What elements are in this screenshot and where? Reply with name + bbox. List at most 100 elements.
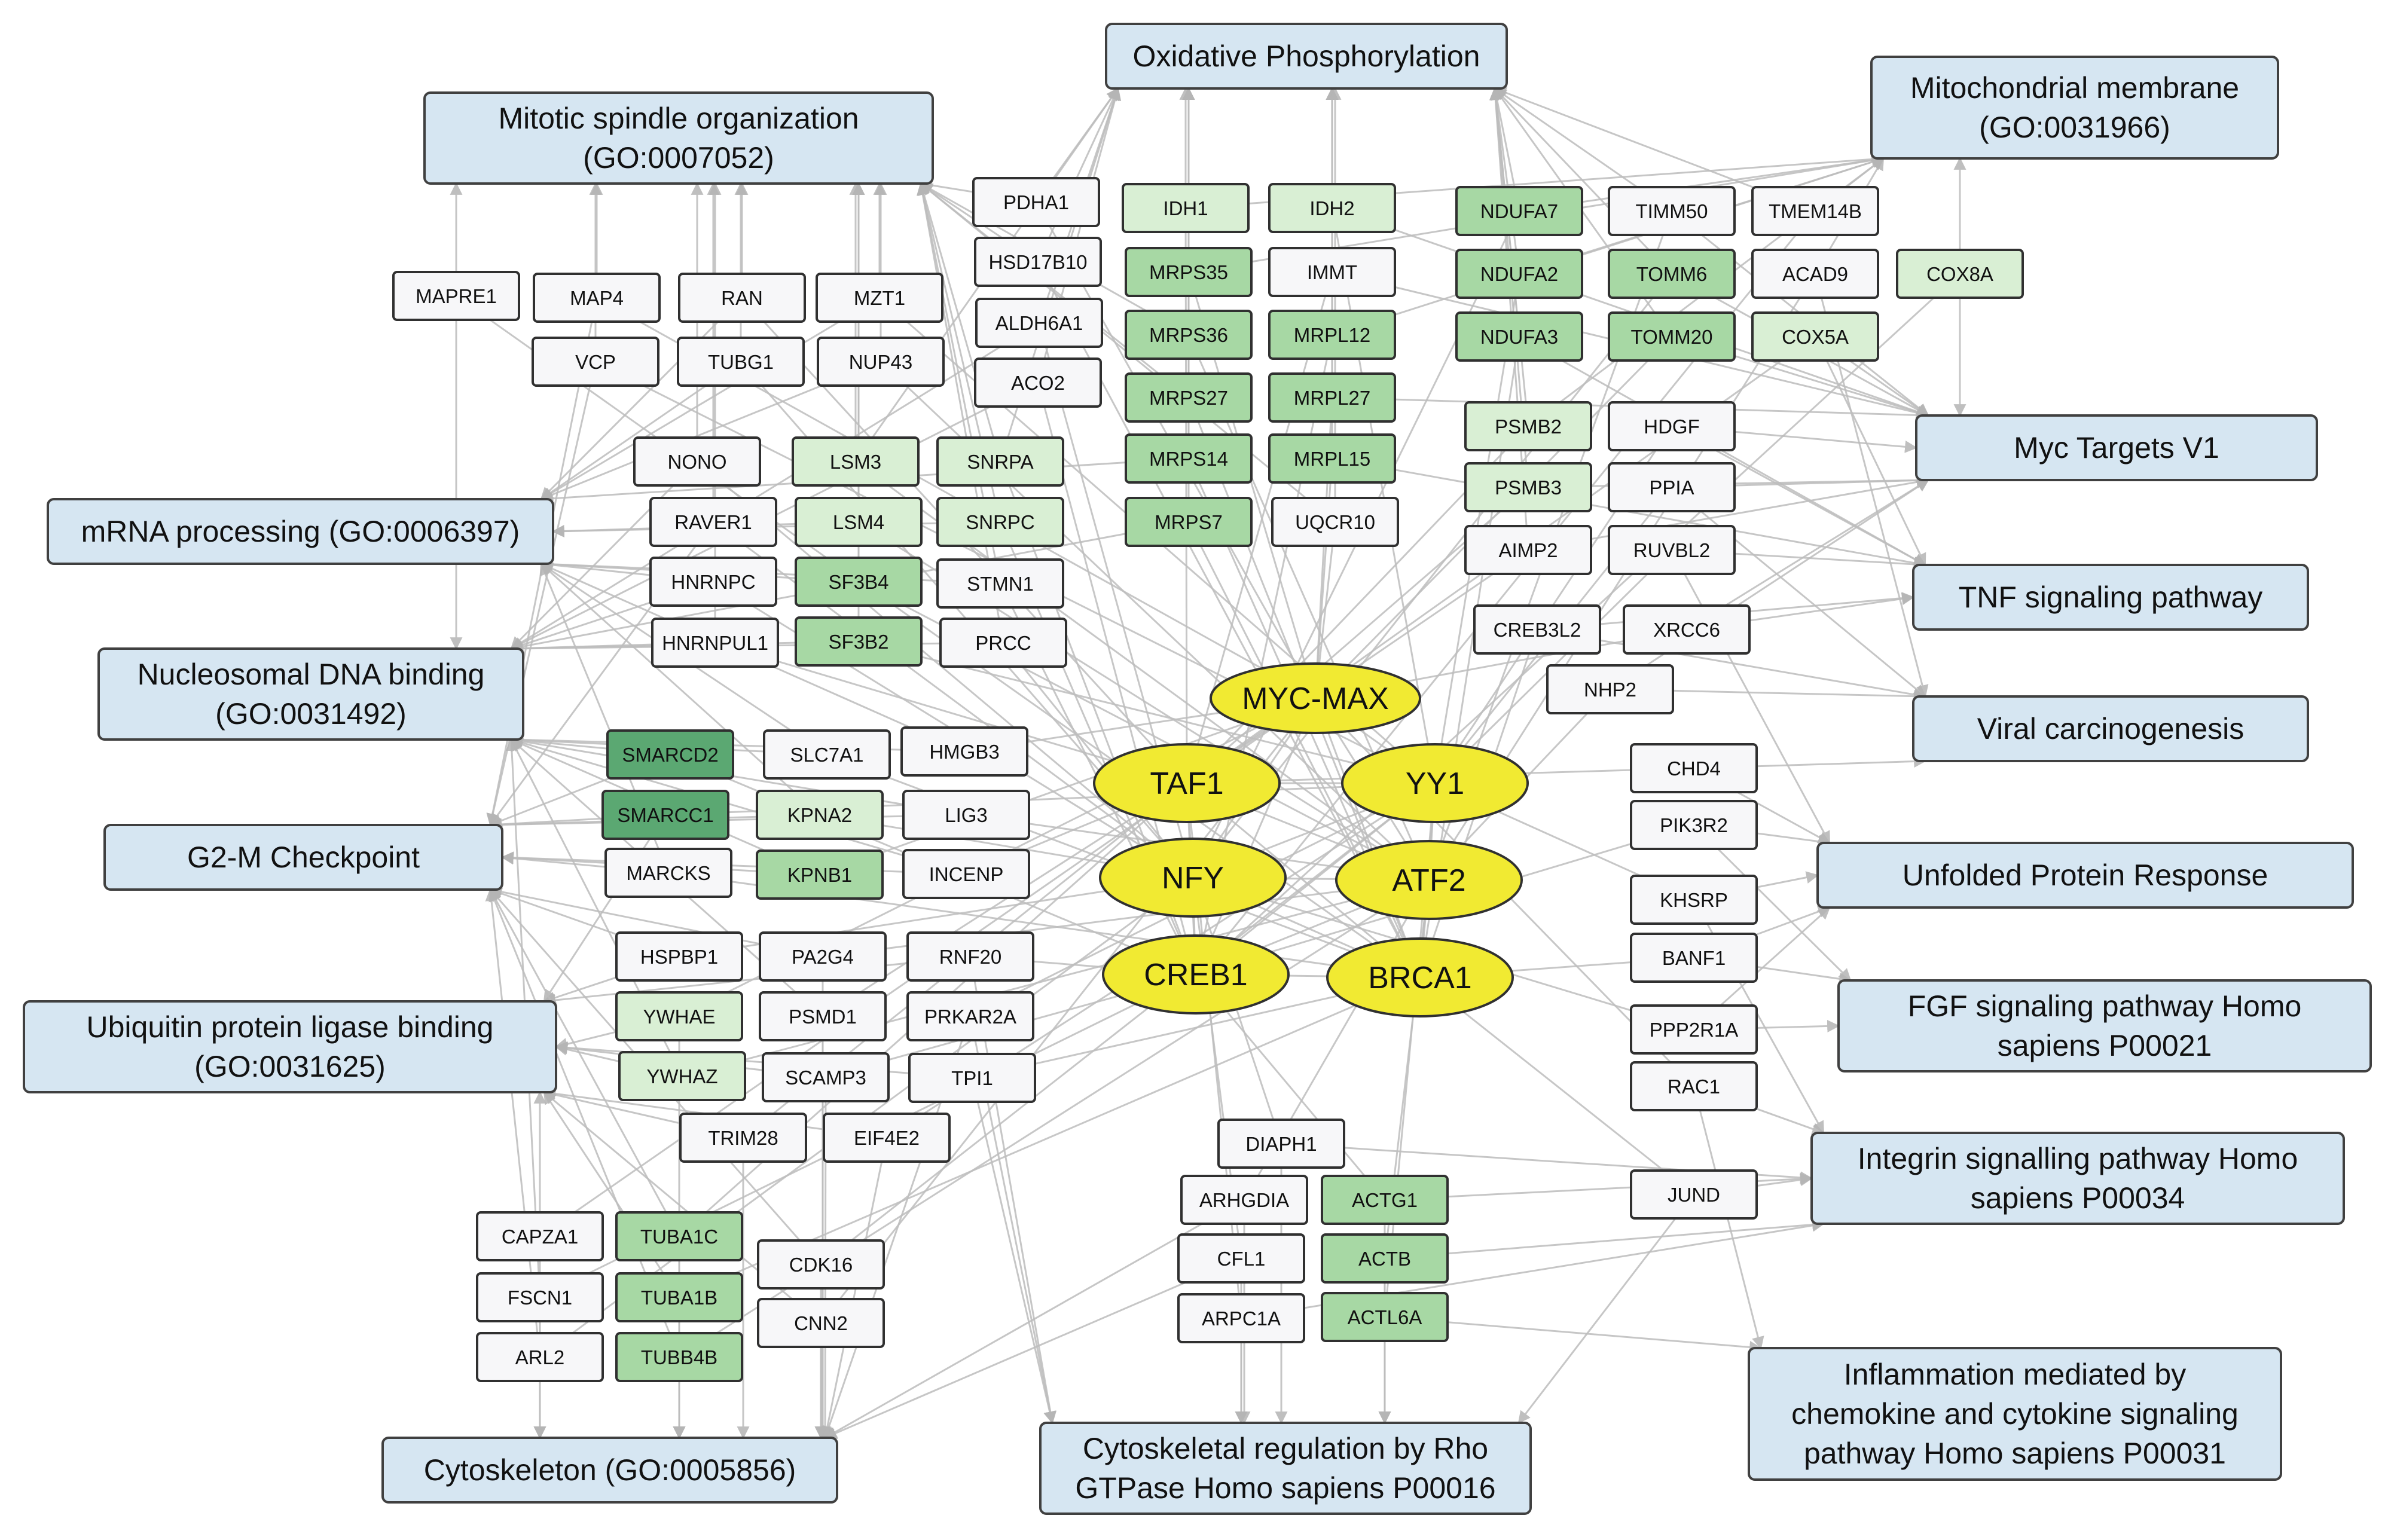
gene-node-pik3r2[interactable]: PIK3R2 bbox=[1630, 800, 1758, 850]
gene-node-timm50[interactable]: TIMM50 bbox=[1608, 186, 1736, 236]
gene-node-chd4[interactable]: CHD4 bbox=[1630, 743, 1758, 793]
gene-node-marcks[interactable]: MARCKS bbox=[604, 848, 732, 898]
gene-node-prkar2a[interactable]: PRKAR2A bbox=[906, 991, 1034, 1041]
tf-node-yy1[interactable]: YY1 bbox=[1341, 743, 1529, 823]
gene-node-tmem14b[interactable]: TMEM14B bbox=[1751, 186, 1879, 236]
term-box-ubiq[interactable]: Ubiquitin protein ligase binding(GO:0031… bbox=[23, 1000, 557, 1093]
gene-node-cdk16[interactable]: CDK16 bbox=[757, 1239, 885, 1290]
gene-node-kpnb1[interactable]: KPNB1 bbox=[756, 850, 884, 900]
gene-node-capza1[interactable]: CAPZA1 bbox=[476, 1211, 604, 1261]
gene-node-hnrnpc[interactable]: HNRNPC bbox=[649, 557, 777, 607]
gene-node-aco2[interactable]: ACO2 bbox=[974, 358, 1102, 408]
gene-node-pa2g4[interactable]: PA2G4 bbox=[759, 931, 887, 982]
gene-node-tubb4b[interactable]: TUBB4B bbox=[615, 1332, 743, 1382]
gene-node-hdgf[interactable]: HDGF bbox=[1608, 401, 1736, 451]
term-box-upr[interactable]: Unfolded Protein Response bbox=[1816, 842, 2354, 909]
gene-node-tubg1[interactable]: TUBG1 bbox=[677, 337, 805, 387]
gene-node-lsm4[interactable]: LSM4 bbox=[795, 497, 923, 547]
tf-node-nfy[interactable]: NFY bbox=[1099, 838, 1287, 918]
tf-node-brca1[interactable]: BRCA1 bbox=[1326, 937, 1514, 1018]
gene-node-uqcr10[interactable]: UQCR10 bbox=[1271, 497, 1399, 547]
gene-node-kpna2[interactable]: KPNA2 bbox=[756, 790, 884, 840]
gene-node-ruvbl2[interactable]: RUVBL2 bbox=[1608, 525, 1736, 575]
gene-node-tuba1c[interactable]: TUBA1C bbox=[615, 1211, 743, 1261]
gene-node-ppp2r1a[interactable]: PPP2R1A bbox=[1630, 1004, 1758, 1055]
gene-node-acad9[interactable]: ACAD9 bbox=[1751, 249, 1879, 299]
term-box-integrin[interactable]: Integrin signalling pathway Homosapiens … bbox=[1810, 1132, 2345, 1225]
gene-node-psmb3[interactable]: PSMB3 bbox=[1464, 462, 1592, 512]
gene-node-aldh6a1[interactable]: ALDH6A1 bbox=[975, 298, 1103, 348]
gene-node-creb3l2[interactable]: CREB3L2 bbox=[1473, 604, 1601, 655]
gene-node-actb[interactable]: ACTB bbox=[1321, 1233, 1449, 1284]
gene-node-mrps35[interactable]: MRPS35 bbox=[1125, 247, 1253, 297]
gene-node-tuba1b[interactable]: TUBA1B bbox=[615, 1272, 743, 1322]
gene-node-stmn1[interactable]: STMN1 bbox=[936, 558, 1064, 609]
gene-node-ndufa2[interactable]: NDUFA2 bbox=[1455, 249, 1583, 299]
gene-node-ywhae[interactable]: YWHAE bbox=[615, 991, 743, 1041]
gene-node-fscn1[interactable]: FSCN1 bbox=[476, 1272, 604, 1322]
gene-node-tpi1[interactable]: TPI1 bbox=[908, 1053, 1036, 1103]
gene-node-sf3b2[interactable]: SF3B2 bbox=[795, 616, 923, 667]
term-box-mitotic[interactable]: Mitotic spindle organization(GO:0007052) bbox=[423, 91, 934, 185]
gene-node-pdha1[interactable]: PDHA1 bbox=[972, 177, 1100, 227]
gene-node-rnf20[interactable]: RNF20 bbox=[906, 931, 1034, 982]
gene-node-tomm6[interactable]: TOMM6 bbox=[1608, 249, 1736, 299]
gene-node-trim28[interactable]: TRIM28 bbox=[679, 1113, 807, 1163]
gene-node-hsd17b10[interactable]: HSD17B10 bbox=[974, 237, 1102, 287]
gene-node-smarcd2[interactable]: SMARCD2 bbox=[606, 729, 734, 780]
gene-node-hspbp1[interactable]: HSPBP1 bbox=[615, 931, 743, 982]
gene-node-hmgb3[interactable]: HMGB3 bbox=[900, 726, 1028, 777]
gene-node-lig3[interactable]: LIG3 bbox=[902, 790, 1030, 840]
gene-node-mrps36[interactable]: MRPS36 bbox=[1125, 310, 1253, 360]
gene-node-snrpc[interactable]: SNRPC bbox=[936, 497, 1064, 547]
gene-node-nono[interactable]: NONO bbox=[633, 436, 761, 487]
term-box-viral[interactable]: Viral carcinogenesis bbox=[1912, 695, 2309, 762]
gene-node-cox8a[interactable]: COX8A bbox=[1896, 249, 2024, 299]
tf-node-myc-max[interactable]: MYC-MAX bbox=[1210, 662, 1421, 734]
gene-node-cnn2[interactable]: CNN2 bbox=[757, 1298, 885, 1348]
gene-node-nup43[interactable]: NUP43 bbox=[817, 337, 945, 387]
gene-node-ndufa3[interactable]: NDUFA3 bbox=[1455, 311, 1583, 362]
gene-node-eif4e2[interactable]: EIF4E2 bbox=[823, 1113, 951, 1163]
gene-node-arhgdia[interactable]: ARHGDIA bbox=[1180, 1175, 1308, 1225]
gene-node-mrpl27[interactable]: MRPL27 bbox=[1268, 372, 1396, 423]
gene-node-tomm20[interactable]: TOMM20 bbox=[1608, 311, 1736, 362]
gene-node-arpc1a[interactable]: ARPC1A bbox=[1177, 1293, 1305, 1343]
term-box-cytoskel[interactable]: Cytoskeleton (GO:0005856) bbox=[381, 1437, 838, 1504]
gene-node-immt[interactable]: IMMT bbox=[1268, 247, 1396, 297]
tf-node-taf1[interactable]: TAF1 bbox=[1093, 743, 1281, 823]
gene-node-ywhaz[interactable]: YWHAZ bbox=[618, 1051, 746, 1101]
gene-node-mrps7[interactable]: MRPS7 bbox=[1125, 497, 1253, 547]
tf-node-atf2[interactable]: ATF2 bbox=[1335, 840, 1523, 920]
gene-node-prcc[interactable]: PRCC bbox=[939, 618, 1067, 668]
term-box-myc[interactable]: Myc Targets V1 bbox=[1915, 414, 2318, 481]
gene-node-hnrnpul1[interactable]: HNRNPUL1 bbox=[651, 618, 779, 668]
gene-node-mapre1[interactable]: MAPRE1 bbox=[392, 271, 520, 321]
gene-node-cfl1[interactable]: CFL1 bbox=[1177, 1233, 1305, 1284]
gene-node-psmd1[interactable]: PSMD1 bbox=[759, 991, 887, 1041]
gene-node-mrpl15[interactable]: MRPL15 bbox=[1268, 433, 1396, 484]
term-box-nucleo[interactable]: Nucleosomal DNA binding(GO:0031492) bbox=[97, 647, 524, 741]
gene-node-mrpl12[interactable]: MRPL12 bbox=[1268, 310, 1396, 360]
term-box-mrna[interactable]: mRNA processing (GO:0006397) bbox=[47, 498, 554, 565]
gene-node-mzt1[interactable]: MZT1 bbox=[816, 273, 943, 323]
gene-node-ppia[interactable]: PPIA bbox=[1608, 462, 1736, 512]
tf-node-creb1[interactable]: CREB1 bbox=[1102, 934, 1290, 1015]
gene-node-cox5a[interactable]: COX5A bbox=[1751, 311, 1879, 362]
gene-node-actl6a[interactable]: ACTL6A bbox=[1321, 1292, 1449, 1342]
term-box-oxphos[interactable]: Oxidative Phosphorylation bbox=[1105, 23, 1508, 90]
gene-node-mrps27[interactable]: MRPS27 bbox=[1125, 372, 1253, 423]
gene-node-scamp3[interactable]: SCAMP3 bbox=[762, 1052, 890, 1102]
gene-node-rac1[interactable]: RAC1 bbox=[1630, 1061, 1758, 1111]
gene-node-raver1[interactable]: RAVER1 bbox=[649, 497, 777, 547]
gene-node-sf3b4[interactable]: SF3B4 bbox=[795, 557, 923, 607]
gene-node-map4[interactable]: MAP4 bbox=[533, 273, 661, 323]
gene-node-vcp[interactable]: VCP bbox=[532, 337, 659, 387]
gene-node-arl2[interactable]: ARL2 bbox=[476, 1332, 604, 1382]
gene-node-ran[interactable]: RAN bbox=[678, 273, 806, 323]
gene-node-lsm3[interactable]: LSM3 bbox=[792, 436, 920, 487]
gene-node-slc7a1[interactable]: SLC7A1 bbox=[763, 729, 891, 780]
